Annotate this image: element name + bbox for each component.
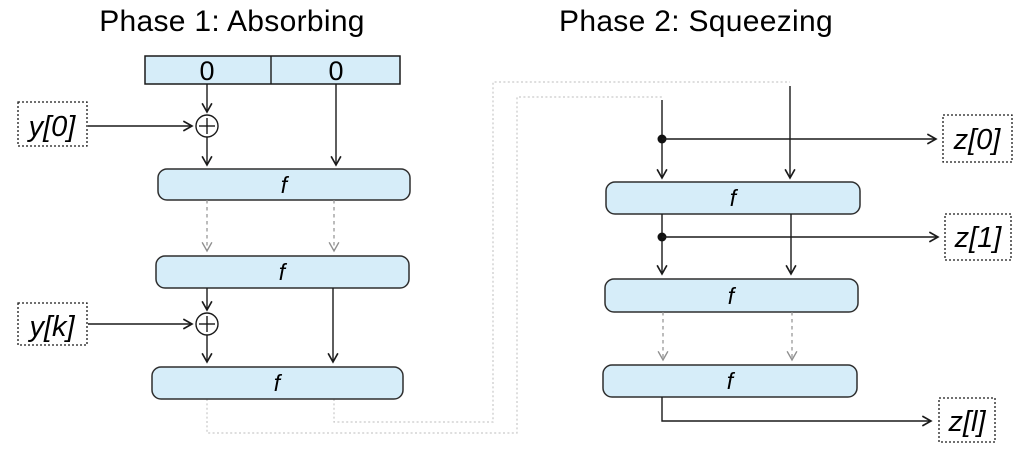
input-label-yk: y[k] <box>27 311 75 343</box>
output-box-zl <box>938 397 996 443</box>
f-box-1-label: f <box>281 172 290 198</box>
f-box-5 <box>604 278 859 313</box>
f-box-3 <box>151 366 404 400</box>
f-box-2 <box>155 255 410 289</box>
f-box-2-label: f <box>279 259 288 285</box>
f-box-4-label: f <box>730 185 739 211</box>
state-cell-left-value: 0 <box>199 56 214 86</box>
output-label-z0: z[0] <box>953 124 1002 156</box>
output-box-z1 <box>944 213 1012 261</box>
xor-icon <box>195 114 219 138</box>
f-box-6-label: f <box>727 368 736 394</box>
feedback-line-right-column <box>333 81 790 423</box>
f-box-3-label: f <box>274 370 283 396</box>
arrow-to-zl <box>661 397 933 427</box>
output-box-z0 <box>942 114 1013 163</box>
phase2-title: Phase 2: Squeezing <box>559 5 833 38</box>
phase1-title: Phase 1: Absorbing <box>99 5 365 38</box>
input-box-y0 <box>17 101 88 147</box>
feedback-line-left-column <box>206 96 662 434</box>
output-label-z1: z[1] <box>954 222 1003 254</box>
input-box-yk <box>17 302 88 346</box>
f-box-1 <box>157 168 411 201</box>
f-box-4 <box>605 181 861 215</box>
f-box-5-label: f <box>728 283 737 309</box>
input-label-y0: y[0] <box>27 111 77 143</box>
initial-state-box <box>144 55 401 85</box>
xor-icon <box>195 312 219 336</box>
output-label-zl: z[l] <box>947 406 986 438</box>
state-cell-right-value: 0 <box>328 56 343 86</box>
f-box-6 <box>602 364 858 398</box>
